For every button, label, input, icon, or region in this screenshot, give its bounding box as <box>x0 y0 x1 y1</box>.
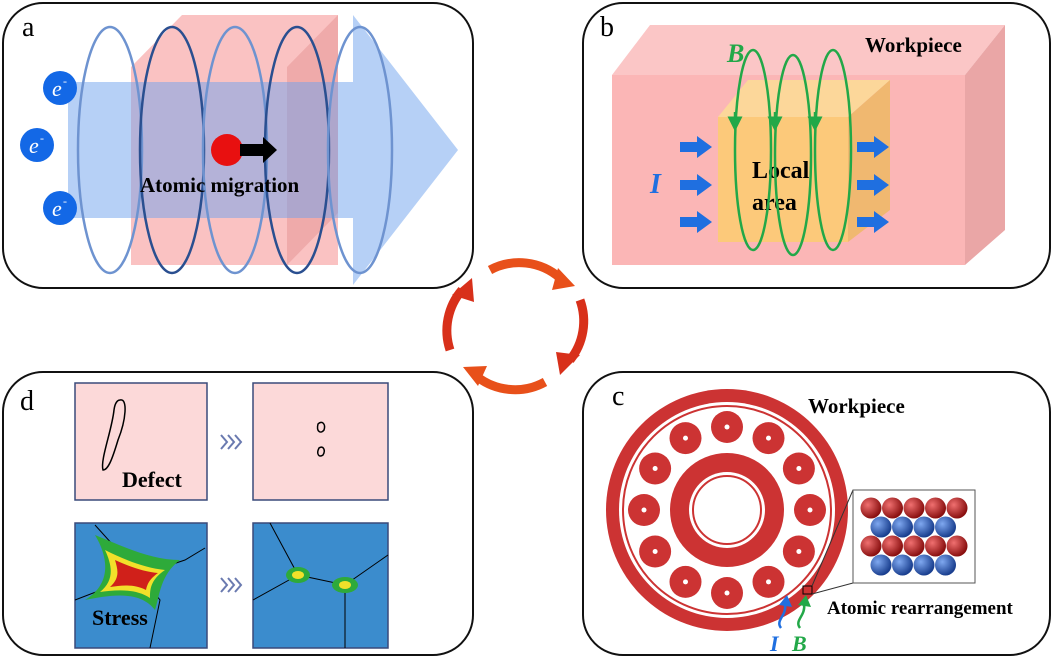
panel-c: c Workpiece Atomic rearrangement I B <box>582 371 1051 656</box>
svg-text:area: area <box>752 190 797 216</box>
defect-after <box>252 382 389 501</box>
field-label-c: B <box>791 631 807 656</box>
defect-label: Defect <box>122 467 183 492</box>
defect-before <box>74 382 208 501</box>
field-label-b: B <box>726 39 744 68</box>
cycle-arrows-icon <box>442 258 589 395</box>
lattice-atom <box>946 497 968 519</box>
lattice-atom <box>860 535 882 557</box>
migration-arrow-icon <box>240 137 277 163</box>
lattice-atom <box>935 516 956 538</box>
lattice-atom <box>870 516 892 538</box>
atomic-rearrangement-label: Atomic rearrangement <box>827 598 1014 619</box>
lattice-atom <box>913 554 935 576</box>
atom <box>211 134 243 166</box>
panel-d: d Defect Stress <box>2 371 474 656</box>
lattice-atom <box>903 535 925 557</box>
lattice-atom <box>860 497 882 519</box>
panel-a: a e - e - e - Atomic migration <box>2 2 474 289</box>
lattice-atom <box>882 497 903 519</box>
panel-letter-c: c <box>612 381 624 412</box>
lattice-atom <box>935 554 956 576</box>
svg-text:e: e <box>29 133 39 158</box>
stress-concentration <box>74 524 206 649</box>
stress-label: Stress <box>92 605 148 630</box>
stress-after <box>252 522 389 649</box>
lattice-atom <box>946 535 968 557</box>
atomic-migration-label: Atomic migration <box>140 173 300 197</box>
current-label-i: I <box>649 169 662 200</box>
lattice-atom <box>882 535 903 557</box>
current-arrows <box>680 136 889 233</box>
local-area-label: Local <box>752 158 810 184</box>
electrons: e - e - e - <box>20 71 77 225</box>
lattice-atom <box>892 554 913 576</box>
lattice-atom <box>870 554 892 576</box>
lattice-atom <box>925 535 946 557</box>
local-area-block <box>718 80 890 242</box>
panel-b: b Workpiece Local area B I <box>582 2 1051 289</box>
svg-text:-: - <box>40 131 44 145</box>
workpiece-label: Workpiece <box>865 33 962 57</box>
lattice-atom <box>925 497 946 519</box>
lattice-atom <box>903 497 925 519</box>
panel-letter-d: d <box>20 386 34 417</box>
panel-letter-a: a <box>22 12 35 43</box>
magnetic-field-loops <box>727 48 853 257</box>
svg-text:e: e <box>52 196 62 221</box>
workpiece-label-c: Workpiece <box>808 394 905 418</box>
svg-text:-: - <box>63 74 67 88</box>
panel-letter-b: b <box>600 12 614 43</box>
chevron-right-icon <box>220 434 243 593</box>
bearing-workpiece <box>606 389 848 631</box>
svg-text:-: - <box>63 194 67 208</box>
svg-text:e: e <box>52 76 62 101</box>
current-label-c: I <box>769 631 780 656</box>
lattice-atom <box>892 516 913 538</box>
lattice-atom <box>913 516 935 538</box>
